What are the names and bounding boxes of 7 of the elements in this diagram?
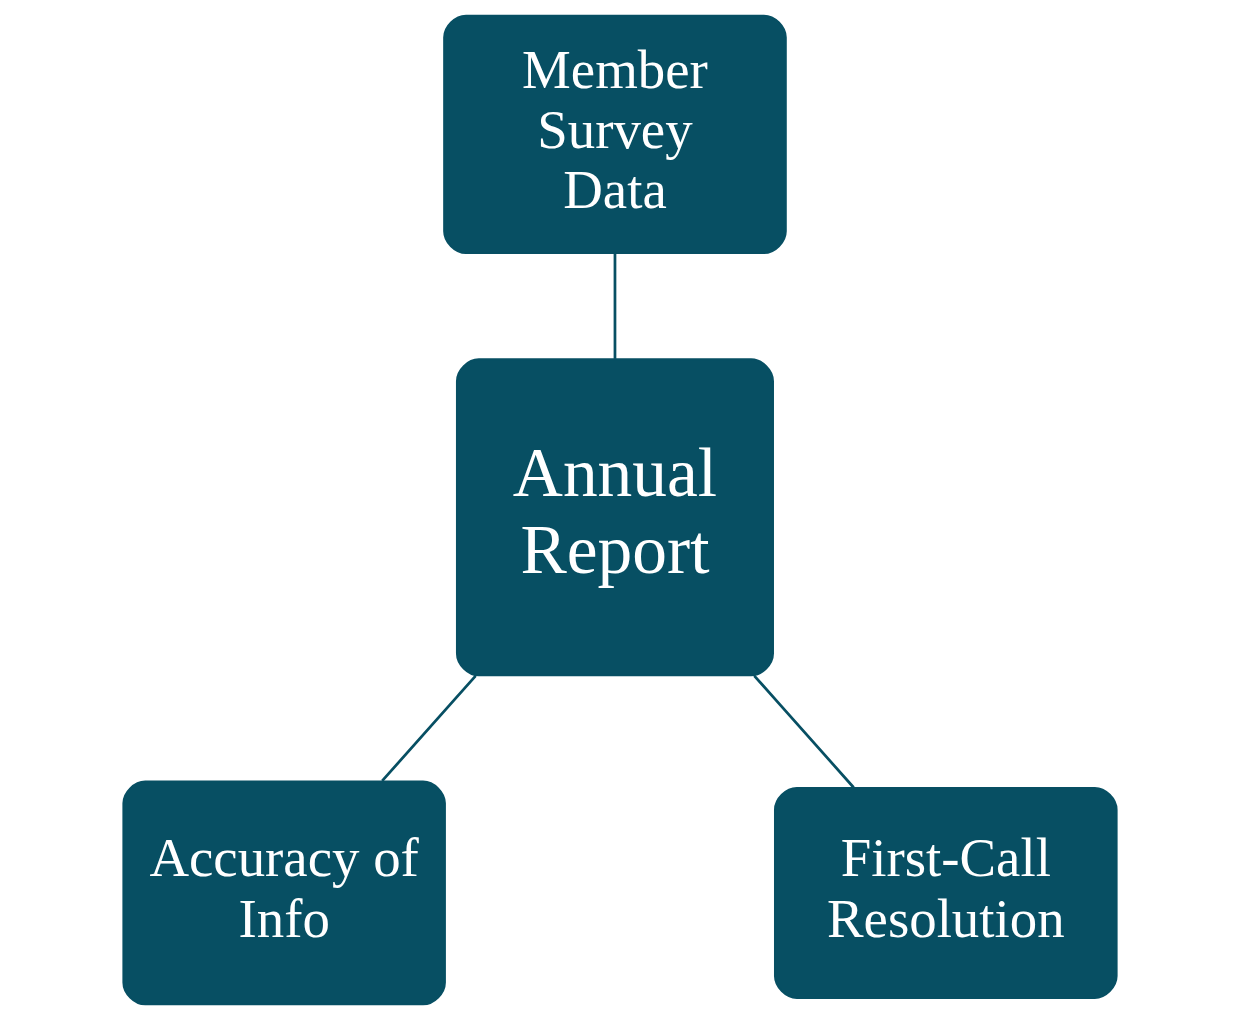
connector [752,674,855,789]
connector [613,253,616,359]
node-box: First-Call Resolution [773,786,1118,999]
node-box: Accuracy of Info [121,780,446,1006]
connector [380,674,477,782]
node-box: Annual Report [455,358,774,677]
node-box: Member Survey Data [442,14,787,255]
